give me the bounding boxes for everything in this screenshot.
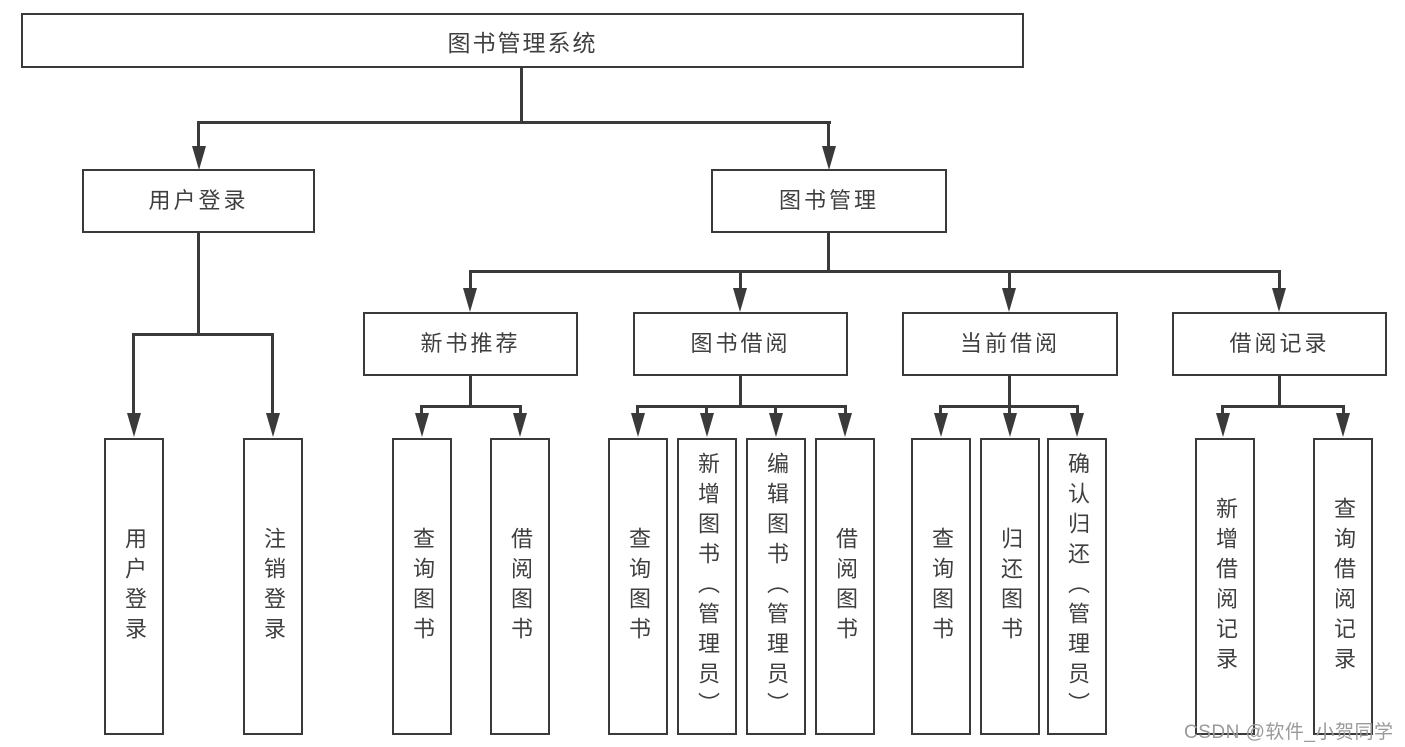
connector-line bbox=[827, 121, 830, 148]
arrow-down-icon bbox=[513, 413, 527, 437]
connector-line bbox=[520, 67, 523, 121]
node-user-login: 用户登录 bbox=[82, 169, 315, 233]
connector-line bbox=[1278, 270, 1281, 290]
node-leaf-query-borrow-record: 查询借阅记录 bbox=[1313, 438, 1373, 735]
node-leaf-add-books-admin: 新增图书（管理员） bbox=[677, 438, 737, 735]
arrow-down-icon bbox=[1003, 413, 1017, 437]
node-leaf-user-login: 用户登录 bbox=[104, 438, 164, 735]
arrow-down-icon bbox=[1216, 413, 1230, 437]
connector-line bbox=[636, 405, 847, 408]
connector-line bbox=[469, 375, 472, 408]
node-label: 图书管理系统 bbox=[447, 29, 598, 56]
node-label: 借阅图书 bbox=[508, 526, 533, 647]
connector-line bbox=[774, 405, 777, 415]
node-label: 借阅图书 bbox=[833, 526, 858, 647]
arrow-down-icon bbox=[127, 413, 141, 437]
connector-line bbox=[469, 270, 472, 290]
connector-line bbox=[1221, 405, 1345, 408]
node-leaf-edit-books-admin: 编辑图书（管理员） bbox=[746, 438, 806, 735]
node-borrow-records: 借阅记录 bbox=[1172, 312, 1387, 376]
node-book-management: 图书管理 bbox=[711, 169, 947, 233]
node-label: 注销登录 bbox=[261, 526, 286, 647]
node-current-borrowing: 当前借阅 bbox=[902, 312, 1118, 376]
node-label: 新书推荐 bbox=[420, 331, 521, 356]
node-label: 编辑图书（管理员） bbox=[764, 451, 789, 722]
connector-line bbox=[420, 405, 423, 415]
arrow-down-icon bbox=[192, 146, 206, 170]
arrow-down-icon bbox=[1272, 288, 1286, 312]
arrow-down-icon bbox=[1336, 413, 1350, 437]
node-library-system: 图书管理系统 bbox=[21, 13, 1024, 68]
node-leaf-query-books-recommend: 查询图书 bbox=[392, 438, 452, 735]
node-leaf-logout: 注销登录 bbox=[243, 438, 303, 735]
connector-line bbox=[1008, 375, 1011, 408]
arrow-down-icon bbox=[1002, 288, 1016, 312]
connector-line bbox=[939, 405, 942, 415]
node-book-borrowing: 图书借阅 bbox=[633, 312, 848, 376]
node-label: 用户登录 bbox=[122, 526, 147, 647]
watermark-text: CSDN @软件_小贺同学 bbox=[1184, 722, 1394, 743]
node-label: 新增借阅记录 bbox=[1213, 496, 1238, 677]
node-label: 用户登录 bbox=[148, 188, 249, 213]
node-label: 借阅记录 bbox=[1229, 331, 1330, 356]
node-new-book-recommend: 新书推荐 bbox=[363, 312, 578, 376]
connector-line bbox=[469, 270, 1281, 273]
connector-line bbox=[420, 405, 522, 408]
node-label: 图书管理 bbox=[778, 188, 879, 213]
node-label: 归还图书 bbox=[998, 526, 1023, 647]
connector-line bbox=[636, 405, 639, 415]
node-label: 查询图书 bbox=[626, 526, 651, 647]
node-label: 确认归还（管理员） bbox=[1065, 451, 1090, 722]
node-leaf-return-books: 归还图书 bbox=[980, 438, 1040, 735]
connector-line bbox=[739, 375, 742, 408]
connector-line bbox=[1008, 405, 1011, 415]
node-leaf-borrow-books-borrowing: 借阅图书 bbox=[815, 438, 875, 735]
arrow-down-icon bbox=[415, 413, 429, 437]
arrow-down-icon bbox=[733, 288, 747, 312]
arrow-down-icon bbox=[631, 413, 645, 437]
connector-line bbox=[1342, 405, 1345, 415]
connector-line bbox=[827, 232, 830, 273]
arrow-down-icon bbox=[838, 413, 852, 437]
arrow-down-icon bbox=[266, 413, 280, 437]
connector-line bbox=[271, 333, 274, 415]
connector-line bbox=[132, 333, 274, 336]
arrow-down-icon bbox=[822, 146, 836, 170]
arrow-down-icon bbox=[1070, 413, 1084, 437]
node-leaf-borrow-books-recommend: 借阅图书 bbox=[490, 438, 550, 735]
connector-line bbox=[197, 121, 831, 124]
connector-line bbox=[197, 232, 200, 335]
connector-line bbox=[844, 405, 847, 415]
node-label: 查询借阅记录 bbox=[1331, 496, 1356, 677]
node-leaf-add-borrow-record: 新增借阅记录 bbox=[1195, 438, 1255, 735]
connector-line bbox=[1008, 270, 1011, 290]
arrow-down-icon bbox=[769, 413, 783, 437]
node-label: 查询图书 bbox=[929, 526, 954, 647]
connector-line bbox=[1076, 405, 1079, 415]
node-label: 当前借阅 bbox=[959, 331, 1060, 356]
connector-line bbox=[705, 405, 708, 415]
connector-line bbox=[1221, 405, 1224, 415]
arrow-down-icon bbox=[463, 288, 477, 312]
arrow-down-icon bbox=[934, 413, 948, 437]
node-leaf-query-books-current: 查询图书 bbox=[911, 438, 971, 735]
node-leaf-query-books-borrowing: 查询图书 bbox=[608, 438, 668, 735]
node-label: 图书借阅 bbox=[690, 331, 791, 356]
node-leaf-confirm-return-admin: 确认归还（管理员） bbox=[1047, 438, 1107, 735]
node-label: 新增图书（管理员） bbox=[695, 451, 720, 722]
connector-line bbox=[739, 270, 742, 290]
node-label: 查询图书 bbox=[410, 526, 435, 647]
connector-line bbox=[132, 333, 135, 415]
connector-line bbox=[197, 121, 200, 148]
arrow-down-icon bbox=[700, 413, 714, 437]
connector-line bbox=[519, 405, 522, 415]
connector-line bbox=[1278, 375, 1281, 408]
